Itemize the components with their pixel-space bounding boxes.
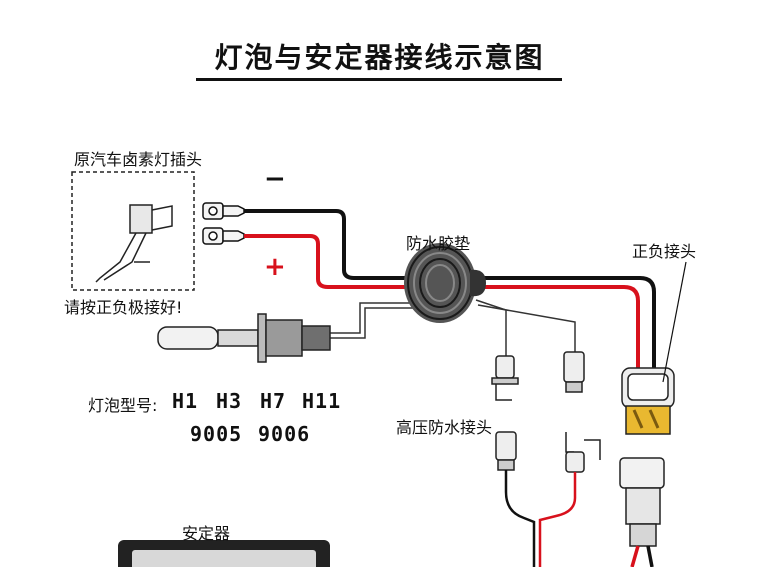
- original-plug-label: 原汽车卤素灯插头: [74, 150, 203, 169]
- bulb-model-label: 灯泡型号:: [88, 396, 158, 415]
- negative-wire: [244, 209, 656, 368]
- plug-wire-black: [646, 545, 654, 567]
- ballast-label: 安定器: [182, 524, 231, 543]
- bulb-wire-upper: [330, 302, 420, 334]
- pos-neg-leader-line: [662, 261, 687, 383]
- rubber-grommet-label: 防水胶垫: [406, 234, 471, 253]
- bulb-model-9006: 9006: [258, 422, 311, 446]
- ballast-box-icon: [118, 540, 330, 567]
- bulb-model-h7: H7: [260, 389, 287, 413]
- title-underline: [196, 78, 562, 81]
- page-title: 灯泡与安定器接线示意图: [214, 41, 545, 74]
- bulb-model-h11: H11: [302, 389, 342, 413]
- rubber-grommet-icon: [404, 243, 486, 323]
- hv-lower-wire-red: [538, 472, 577, 567]
- positive-sign: +: [264, 252, 286, 282]
- positive-ring-terminal: [202, 227, 245, 245]
- hv-connector-right-lower: [565, 432, 601, 473]
- negative-sign: −: [264, 164, 286, 194]
- pos-neg-connector-label: 正负接头: [632, 242, 697, 261]
- negative-ring-terminal: [202, 202, 245, 220]
- hid-bulb-icon: [157, 313, 331, 363]
- hv-connector-left-lower: [495, 431, 517, 471]
- bulb-model-h3: H3: [216, 389, 243, 413]
- hv-connector-label: 高压防水接头: [396, 418, 493, 437]
- polarity-note-label: 请按正负极接好!: [64, 298, 183, 317]
- original-plug-box: [71, 171, 195, 291]
- halogen-plug-icon: [95, 204, 173, 283]
- hv-lower-wire-black: [504, 470, 536, 567]
- hv-connector-left-upper: [491, 355, 519, 401]
- bulb-wire-lower: [330, 307, 420, 339]
- positive-wire: [244, 234, 640, 368]
- pos-neg-socket-icon: [621, 367, 675, 435]
- hv-wire-right: [477, 304, 576, 352]
- pos-neg-plug-icon: [619, 457, 665, 547]
- plug-wire-red: [630, 545, 640, 567]
- bulb-model-h1: H1: [172, 389, 199, 413]
- hv-connector-right-upper: [563, 351, 585, 393]
- bulb-model-9005: 9005: [190, 422, 243, 446]
